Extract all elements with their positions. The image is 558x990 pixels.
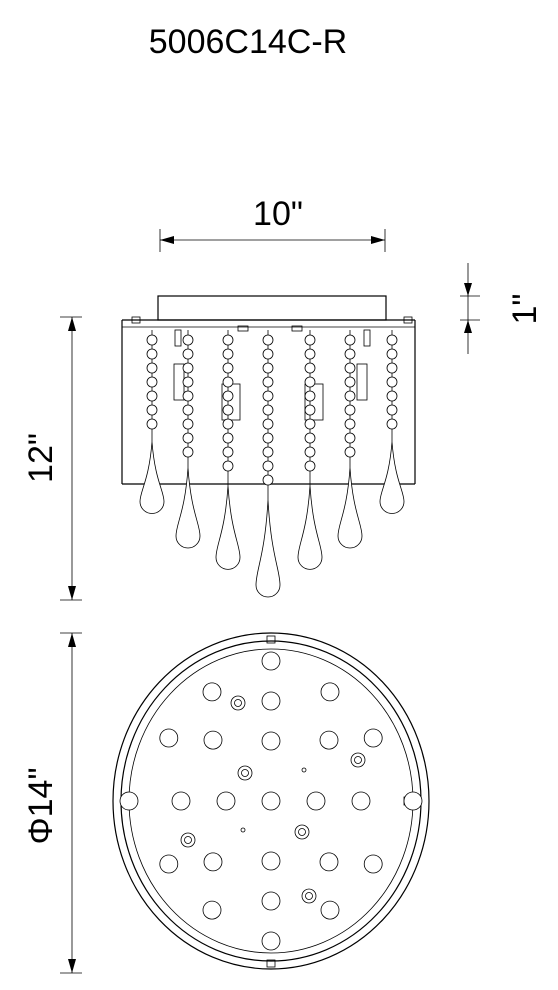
canopy-height-label: 1" xyxy=(506,294,544,325)
crystal-dot xyxy=(202,900,222,920)
diameter-label: Φ14" xyxy=(22,767,60,844)
teardrop-crystal xyxy=(139,441,165,514)
model-number: 5006C14C-R xyxy=(149,23,347,61)
crystal-dot xyxy=(319,730,339,750)
canopy xyxy=(157,295,387,321)
crystal-dot xyxy=(363,728,383,748)
crystal-dot xyxy=(159,854,179,874)
crystal-strand xyxy=(139,330,165,514)
crystal-dot xyxy=(159,728,179,748)
teardrop-crystal xyxy=(215,485,241,570)
crystal-dot xyxy=(261,731,281,751)
crystal-dot xyxy=(171,791,191,811)
crystal-dot xyxy=(261,791,281,811)
height-label: 12" xyxy=(22,433,60,483)
crystal-dot xyxy=(203,730,223,750)
crystal-dot xyxy=(261,851,281,871)
bulb-marker xyxy=(301,888,317,904)
crystal-strand xyxy=(379,330,405,514)
bulb-marker xyxy=(237,765,253,781)
crystal-dot xyxy=(320,900,340,920)
crystal-dot xyxy=(319,852,339,872)
crystal-dot xyxy=(261,931,281,951)
bulb-marker xyxy=(180,832,196,848)
width-dimension: 10" xyxy=(159,195,386,252)
crystal-dot xyxy=(261,691,281,711)
crystal-dot xyxy=(203,852,223,872)
crystal-dot xyxy=(363,854,383,874)
crystal-strand xyxy=(215,330,241,570)
teardrop-crystal xyxy=(337,467,363,549)
crystal-dot xyxy=(202,682,222,702)
teardrop-crystal xyxy=(379,441,405,514)
crystal-dot xyxy=(119,791,139,811)
crystal-dot xyxy=(261,891,281,911)
crystal-dot xyxy=(261,651,281,671)
teardrop-crystal xyxy=(175,467,201,549)
canopy-height-dimension: 1" xyxy=(460,263,544,354)
crystal-dot xyxy=(216,791,236,811)
bottom-view xyxy=(112,632,430,970)
side-view xyxy=(121,295,416,598)
bulb-marker xyxy=(350,752,366,768)
teardrop-crystal xyxy=(297,485,323,570)
crystal-dot xyxy=(351,791,371,811)
teardrop-crystal xyxy=(255,499,281,598)
outer-ring xyxy=(112,632,430,970)
bulb-marker xyxy=(294,824,310,840)
bulb-marker xyxy=(230,695,246,711)
crystal-dot xyxy=(306,791,326,811)
width-label: 10" xyxy=(253,195,303,233)
crystal-strand xyxy=(175,330,201,549)
crystal-dot xyxy=(320,682,340,702)
diameter-dimension: Φ14" xyxy=(22,632,82,974)
crystal-strand xyxy=(255,330,281,598)
crystal-dot xyxy=(403,791,423,811)
height-dimension: 12" xyxy=(22,316,82,601)
crystal-strand xyxy=(297,330,323,570)
crystal-strand xyxy=(337,330,363,549)
